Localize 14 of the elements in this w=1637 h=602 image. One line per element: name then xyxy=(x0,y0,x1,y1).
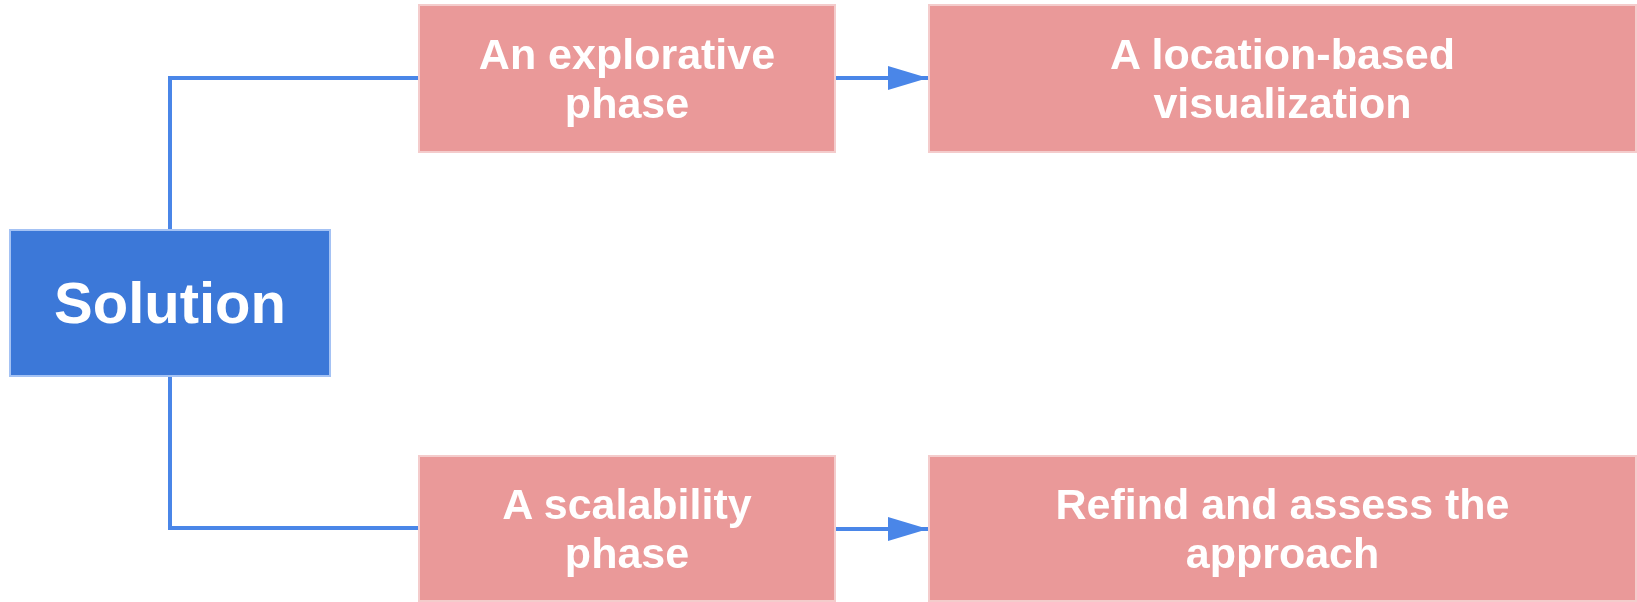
outcome-box xyxy=(928,455,1637,602)
box-label: A scalability phase xyxy=(501,479,753,578)
phase-box xyxy=(418,4,836,153)
box-label: Solution xyxy=(54,270,286,336)
box-label: A location-based visualization xyxy=(1109,29,1456,128)
arrow xyxy=(836,66,928,90)
box-label: Refind and assess the approach xyxy=(1054,479,1511,578)
root-box xyxy=(9,229,331,377)
box-label: An explorative phase xyxy=(477,29,777,128)
connector-line xyxy=(168,76,418,229)
connector-line xyxy=(168,377,418,530)
arrow xyxy=(836,517,928,541)
phase-box xyxy=(418,455,836,602)
outcome-box xyxy=(928,4,1637,153)
